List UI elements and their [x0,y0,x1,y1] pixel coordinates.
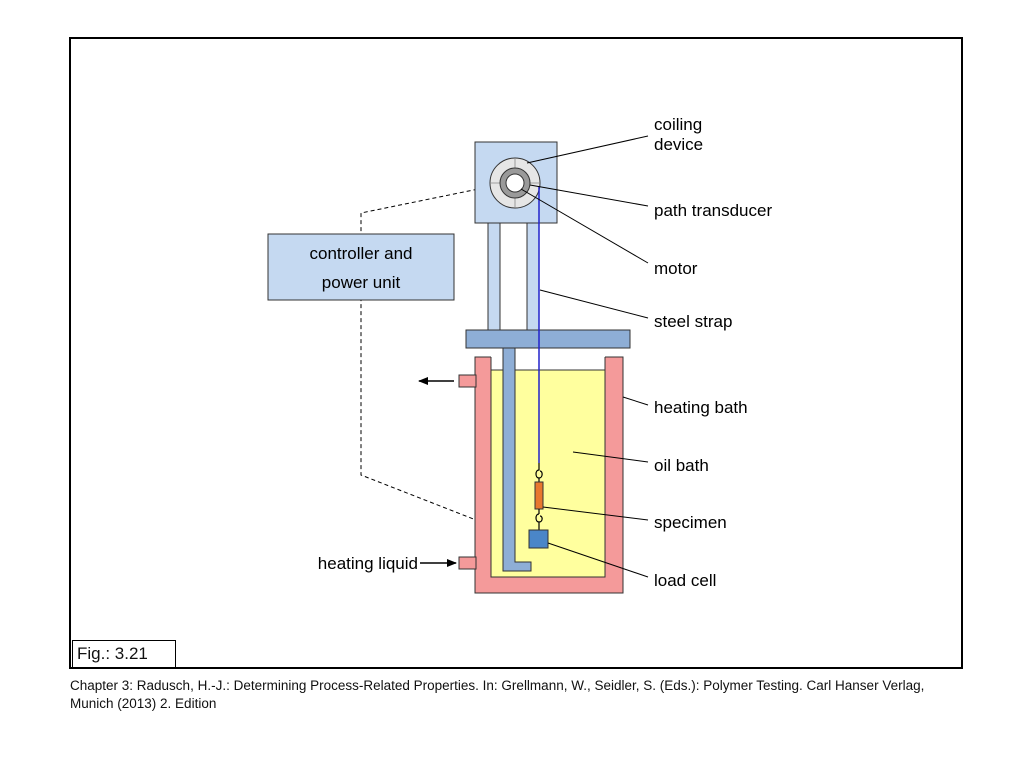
controller-box [267,233,455,301]
figure-caption: Chapter 3: Radusch, H.-J.: Determining P… [70,678,925,711]
label-specimen: specimen [654,513,727,532]
leader-heating-bath [622,396,649,406]
controller-label-line2: power unit [322,273,401,292]
label-path-transducer: path transducer [654,201,772,220]
label-load-cell: load cell [654,571,716,590]
label-oil-bath: oil bath [654,456,709,475]
motor-hub [505,173,525,193]
leader-load-cell [547,542,649,578]
bath-opening [491,356,605,370]
leader-coiling-device [526,135,649,164]
specimen [534,481,544,510]
label-device: device [654,135,703,154]
heating-liquid-label: heating liquid [318,554,418,573]
specimen-holder-rod [502,347,532,572]
load-cell [528,529,549,549]
control-signal-dashed-line [360,184,499,521]
leader-motor [520,188,649,264]
leader-steel-strap [539,289,649,319]
outlet-port [458,374,477,388]
frame-column-left [487,222,501,332]
figure-frame [69,37,963,669]
leader-oil-bath [572,451,649,463]
lower-hook [535,513,543,530]
label-steel-strap: steel strap [654,312,732,331]
figure-number-label: Fig.: 3.21 [72,640,176,668]
label-motor: motor [654,259,698,278]
leader-path-transducer [529,184,649,207]
controller-label-line1: controller and [309,244,412,263]
frame-column-right [526,222,540,332]
label-coiling: coiling [654,115,702,134]
crosshead-plate [465,329,631,349]
leader-specimen [542,506,649,521]
label-heating-bath: heating bath [654,398,748,417]
inlet-port [458,556,477,570]
